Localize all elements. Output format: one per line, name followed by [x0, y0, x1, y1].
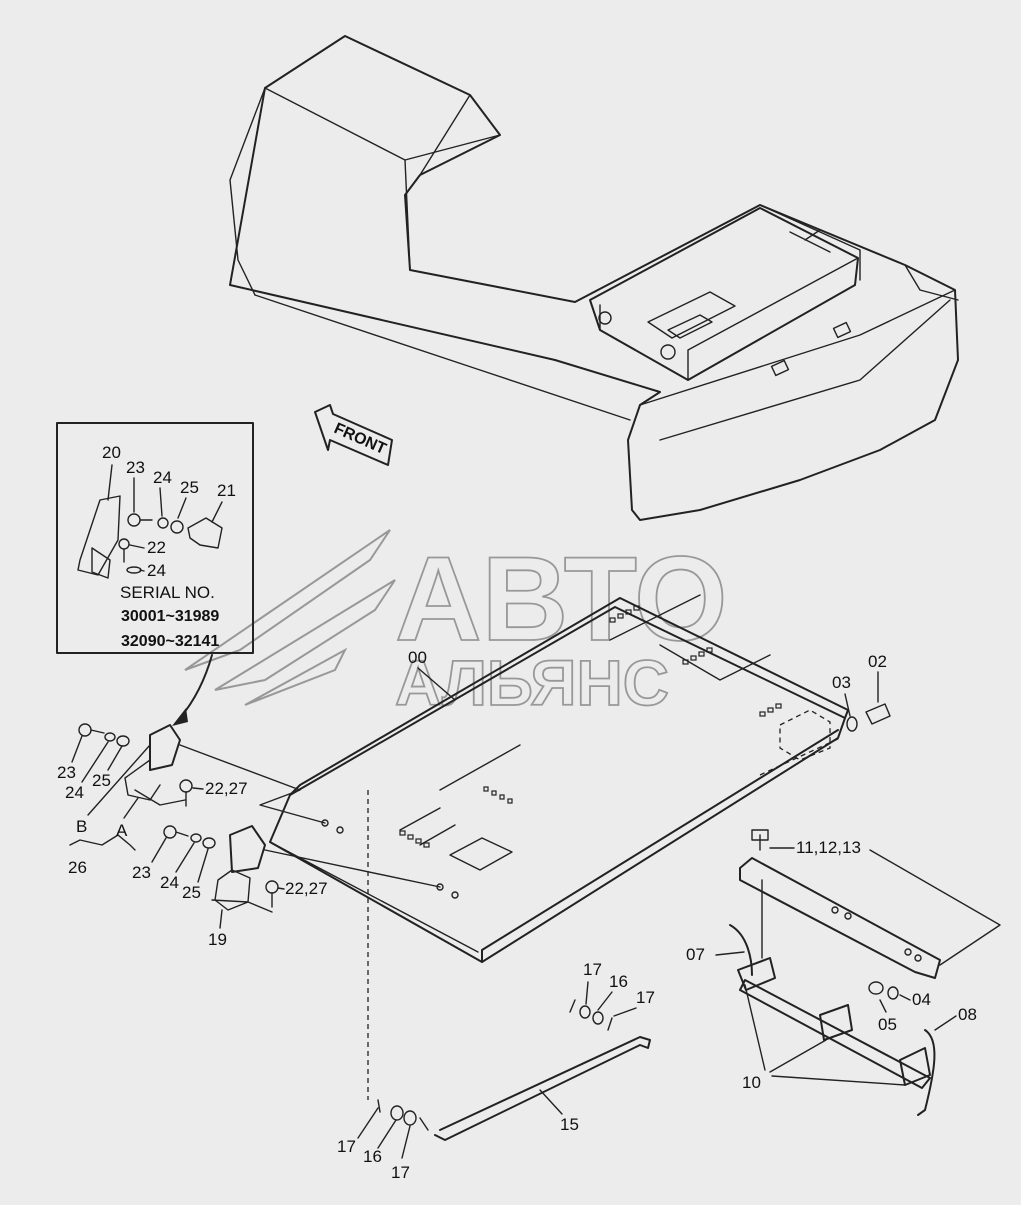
- label-11-12-13: 11,12,13: [796, 838, 861, 857]
- label-23-upper: 23: [57, 763, 76, 782]
- front-arrow: FRONT: [314, 404, 393, 466]
- inset-label-25: 25: [180, 478, 199, 497]
- label-05: 05: [878, 1015, 897, 1034]
- label-02: 02: [868, 652, 887, 671]
- label-10: 10: [742, 1073, 761, 1092]
- label-24-lower: 24: [160, 873, 179, 892]
- inset-label-23: 23: [126, 458, 145, 477]
- label-B: B: [76, 817, 87, 836]
- leader-hinge-lower: [264, 849, 441, 888]
- label-22-27-upper: 22,27: [205, 779, 248, 798]
- bolt-02: [846, 703, 891, 732]
- label-17-bottom: 17: [391, 1163, 410, 1182]
- rod-15: [377, 999, 651, 1141]
- label-A: A: [116, 821, 128, 840]
- watermark: АВТО АЛЬЯНС: [184, 529, 728, 720]
- label-03: 03: [832, 673, 851, 692]
- label-15: 15: [560, 1115, 579, 1134]
- label-07: 07: [686, 945, 705, 964]
- label-17-top: 17: [583, 960, 602, 979]
- inset-label-21: 21: [217, 481, 236, 500]
- leader-00: [417, 667, 456, 701]
- serial-inset: 20 23 24 25 21 22 24 SERIAL NO. 30001~31…: [56, 422, 254, 654]
- label-22-27-lower: 22,27: [285, 879, 328, 898]
- label-00: 00: [408, 648, 427, 667]
- label-16-bottom: 16: [363, 1147, 382, 1166]
- serial-range-1: 30001~31989: [121, 608, 219, 625]
- label-26: 26: [68, 858, 87, 877]
- label-16-top: 16: [609, 972, 628, 991]
- bracket-26: [69, 834, 136, 851]
- inset-label-24b: 24: [147, 561, 166, 580]
- label-17-top-right: 17: [636, 988, 655, 1007]
- serial-range-2: 32090~32141: [121, 633, 219, 650]
- label-24-upper: 24: [65, 783, 84, 802]
- label-25-upper: 25: [92, 771, 111, 790]
- label-17-bottom-left: 17: [337, 1137, 356, 1156]
- serial-label: SERIAL NO.: [120, 583, 215, 602]
- inset-label-22: 22: [147, 538, 166, 557]
- label-08: 08: [958, 1005, 977, 1024]
- watermark-line1: АВТО: [395, 532, 727, 666]
- lever-assembly-10: [729, 924, 936, 1116]
- leader-hinge-upper: [179, 744, 326, 824]
- label-23-lower: 23: [132, 863, 151, 882]
- inset-label-20: 20: [102, 443, 121, 462]
- bracket-11: [739, 829, 941, 979]
- hinge-upper: [78, 723, 193, 807]
- hinge-lower: [163, 825, 279, 913]
- label-19: 19: [208, 930, 227, 949]
- machine-body: [229, 35, 959, 521]
- inset-pointer-arrow: [179, 654, 213, 719]
- inset-label-24a: 24: [153, 468, 172, 487]
- label-04: 04: [912, 990, 931, 1009]
- label-25-lower: 25: [182, 883, 201, 902]
